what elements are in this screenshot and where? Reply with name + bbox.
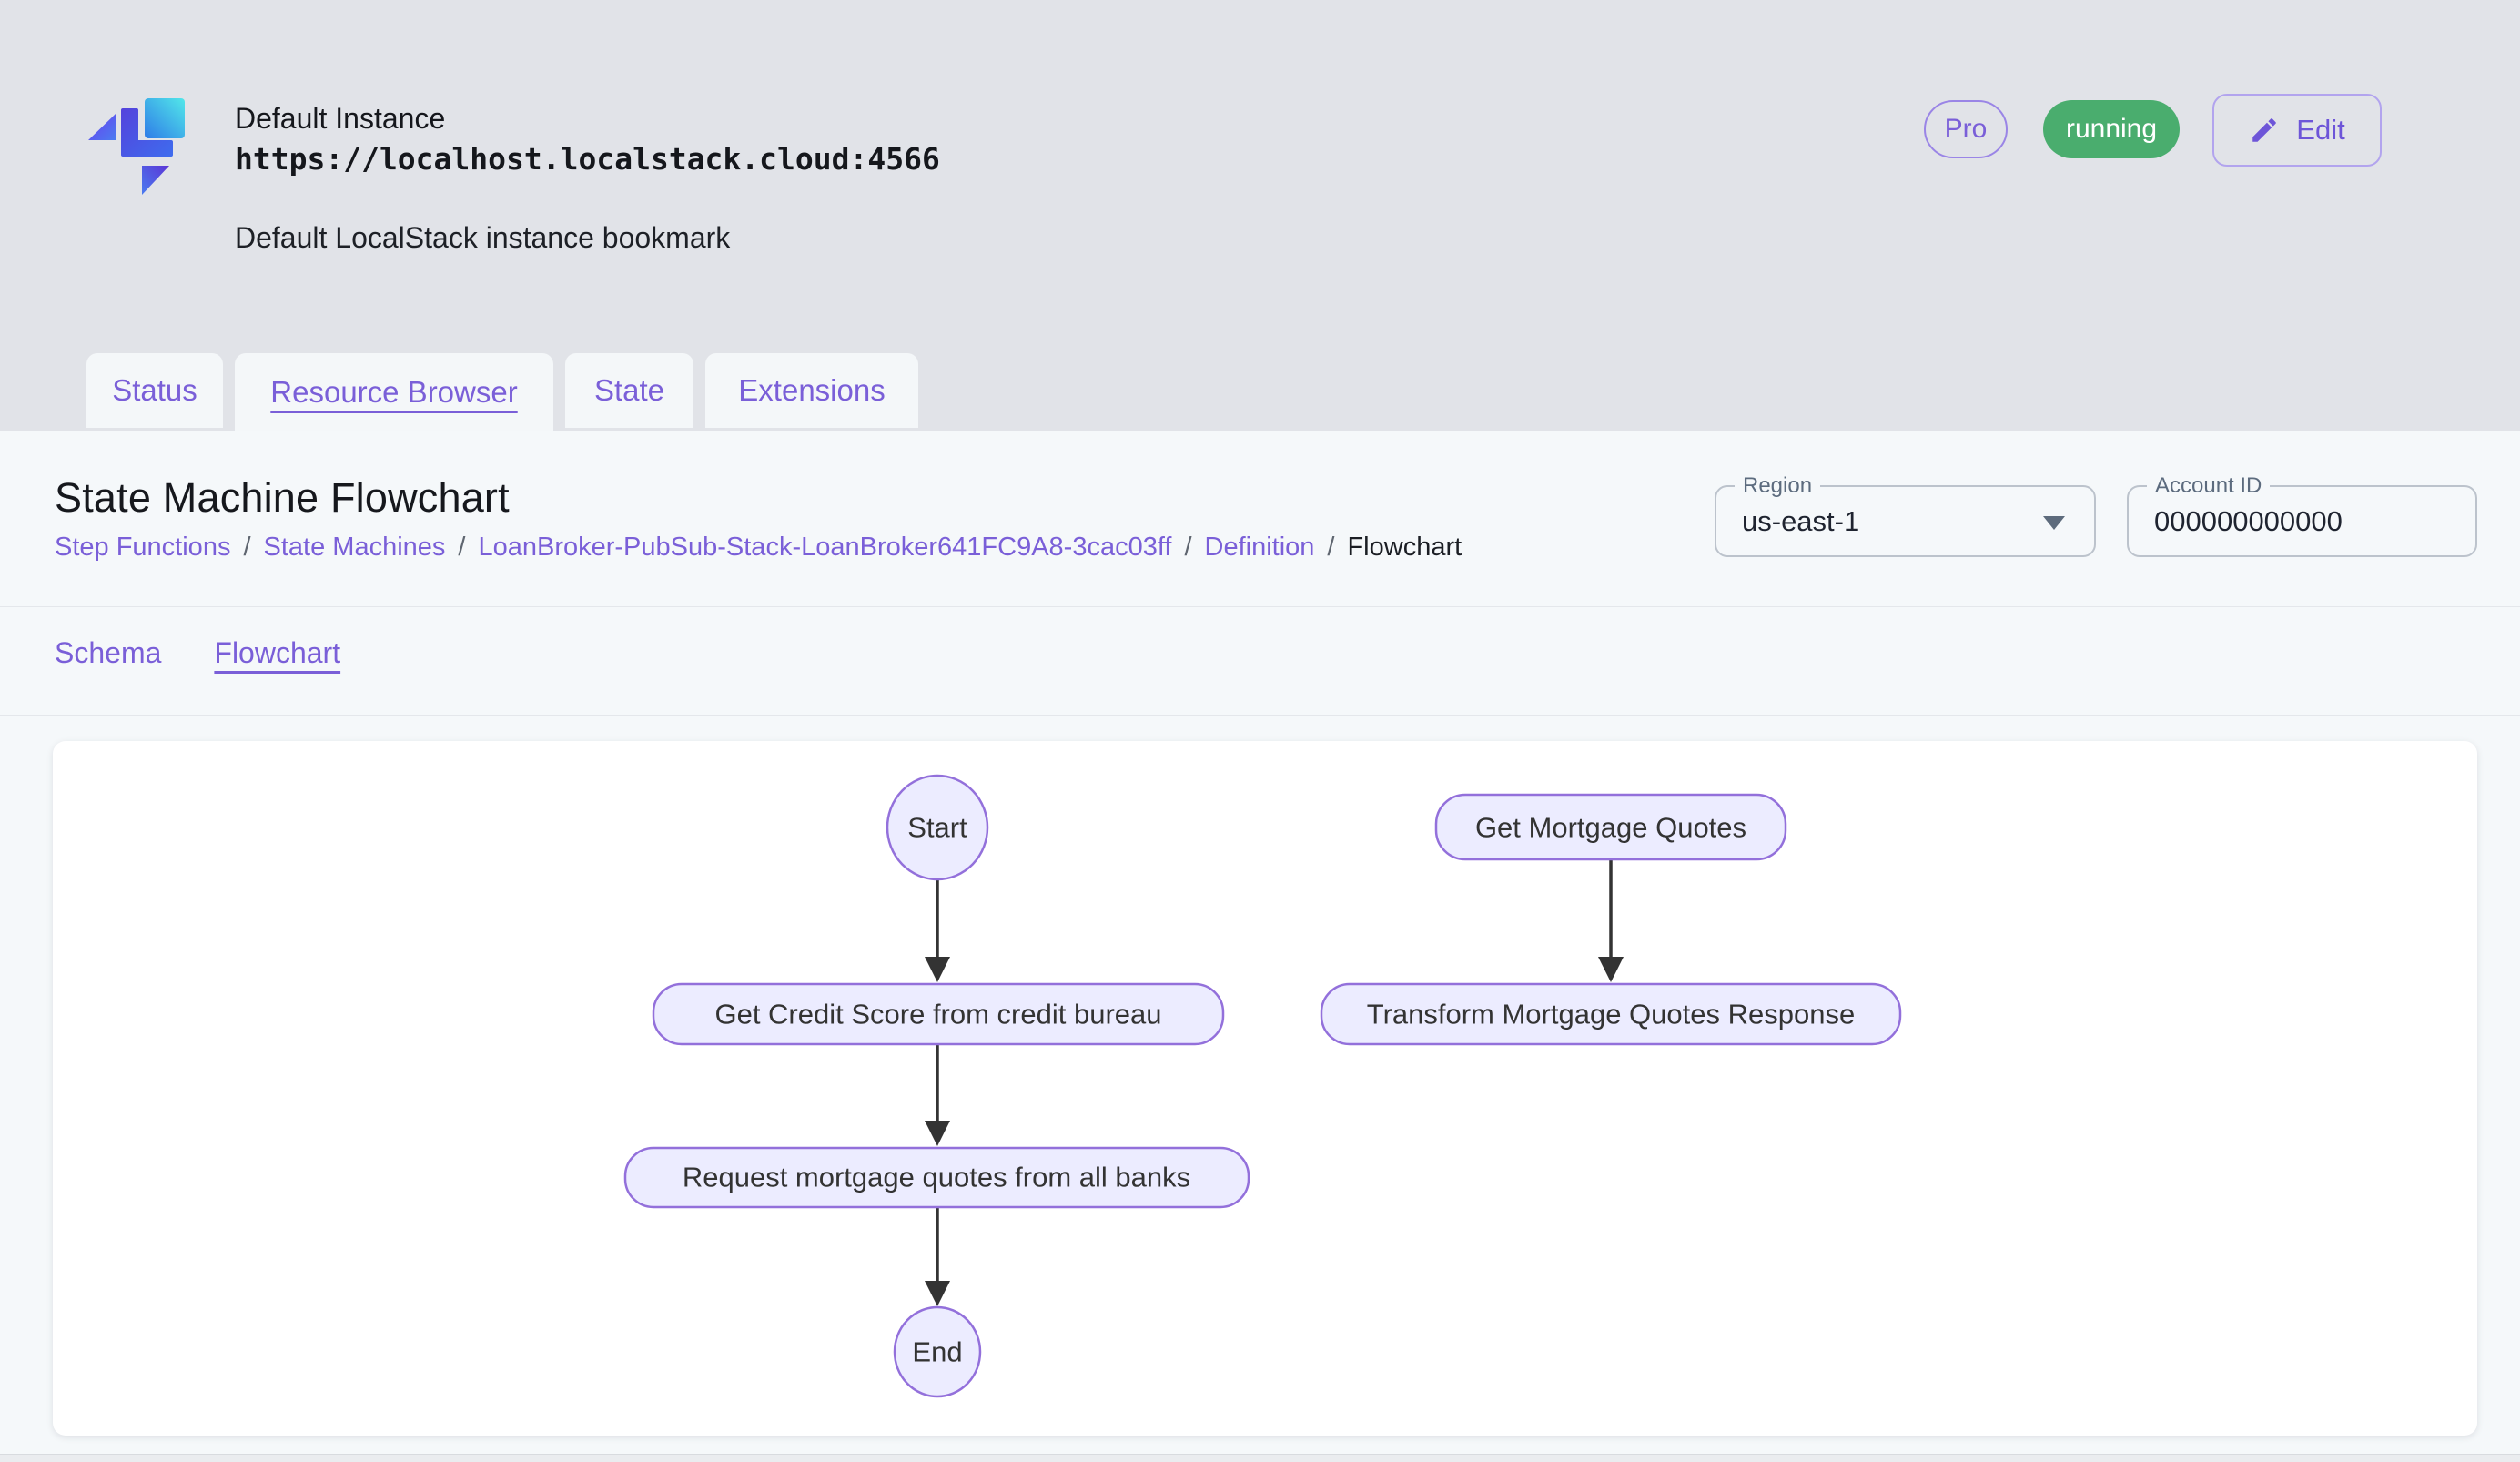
pro-badge: Pro <box>1924 100 2008 158</box>
breadcrumb-flowchart: Flowchart <box>1347 533 1462 562</box>
instance-name: Default Instance <box>235 102 446 135</box>
node-transform-response-label: Transform Mortgage Quotes Response <box>1367 999 1855 1031</box>
node-transform-response <box>1320 982 1902 1046</box>
tab-resource-browser-label: Resource Browser <box>270 374 518 409</box>
tab-status-label: Status <box>112 373 197 407</box>
region-select-label: Region <box>1735 473 1821 499</box>
arrowhead-icon <box>1598 957 1624 982</box>
region-select-value: us-east-1 <box>1742 504 1860 537</box>
pro-badge-label: Pro <box>1944 114 1988 144</box>
arrowhead-icon <box>925 957 950 982</box>
account-id-input[interactable] <box>2154 489 2454 554</box>
content-panel: State Machine Flowchart Step Functions /… <box>0 431 2520 1462</box>
status-badge: running <box>2043 100 2180 158</box>
flowchart-card: Start Get Mortgage Quotes Get Credit Sco… <box>53 741 2477 1436</box>
tab-state-label: State <box>593 373 665 407</box>
tab-status[interactable]: Status <box>86 353 223 428</box>
tab-resource-browser[interactable]: Resource Browser <box>235 353 553 431</box>
pencil-icon <box>2252 118 2277 142</box>
localstack-logo-icon <box>88 98 185 195</box>
breadcrumb-separator: / <box>1327 533 1335 562</box>
region-select[interactable]: Region us-east-1 <box>1715 473 2096 557</box>
breadcrumb-separator: / <box>243 533 251 562</box>
arrowhead-icon <box>925 1121 950 1146</box>
breadcrumb: Step Functions / State Machines / LoanBr… <box>55 533 1462 563</box>
tab-extensions-label: Extensions <box>738 373 886 407</box>
edit-button-label: Edit <box>2296 114 2345 146</box>
edit-button[interactable]: Edit <box>2212 94 2382 167</box>
node-get-credit-score <box>652 982 1225 1046</box>
divider <box>0 606 2520 607</box>
tab-state[interactable]: State <box>565 353 693 428</box>
breadcrumb-definition[interactable]: Definition <box>1204 533 1315 562</box>
account-id-field: Account ID <box>2127 473 2477 557</box>
bottom-divider <box>0 1454 2520 1462</box>
node-end <box>893 1305 982 1398</box>
page-title: State Machine Flowchart <box>55 474 510 521</box>
divider <box>0 715 2520 716</box>
node-get-credit-score-label: Get Credit Score from credit bureau <box>714 999 1161 1031</box>
subtab-flowchart[interactable]: Flowchart <box>214 636 341 669</box>
instance-description: Default LocalStack instance bookmark <box>235 221 731 254</box>
node-request-quotes-label: Request mortgage quotes from all banks <box>683 1162 1190 1193</box>
breadcrumb-state-machine-name[interactable]: LoanBroker-PubSub-Stack-LoanBroker641FC9… <box>478 533 1172 562</box>
node-end-label: End <box>912 1336 962 1368</box>
arrowhead-icon <box>925 1281 950 1306</box>
node-get-mortgage-quotes-label: Get Mortgage Quotes <box>1475 812 1746 844</box>
state-machine-flowchart: Start Get Mortgage Quotes Get Credit Sco… <box>623 774 1902 1398</box>
node-start-label: Start <box>907 812 967 844</box>
chevron-down-icon <box>2043 516 2065 530</box>
status-badge-label: running <box>2065 114 2158 144</box>
tab-extensions[interactable]: Extensions <box>705 353 918 428</box>
node-request-quotes <box>623 1146 1250 1209</box>
breadcrumb-separator: / <box>1184 533 1192 562</box>
node-get-mortgage-quotes <box>1434 793 1787 861</box>
breadcrumb-state-machines[interactable]: State Machines <box>263 533 446 562</box>
instance-url: https://localhost.localstack.cloud:4566 <box>235 141 940 177</box>
subtab-schema[interactable]: Schema <box>55 636 162 669</box>
breadcrumb-separator: / <box>458 533 466 562</box>
node-start <box>886 774 989 881</box>
breadcrumb-step-functions[interactable]: Step Functions <box>55 533 231 562</box>
main-tabbar: Status Resource Browser State Extensions <box>86 353 918 431</box>
definition-subtabs: Schema Flowchart <box>55 636 340 670</box>
